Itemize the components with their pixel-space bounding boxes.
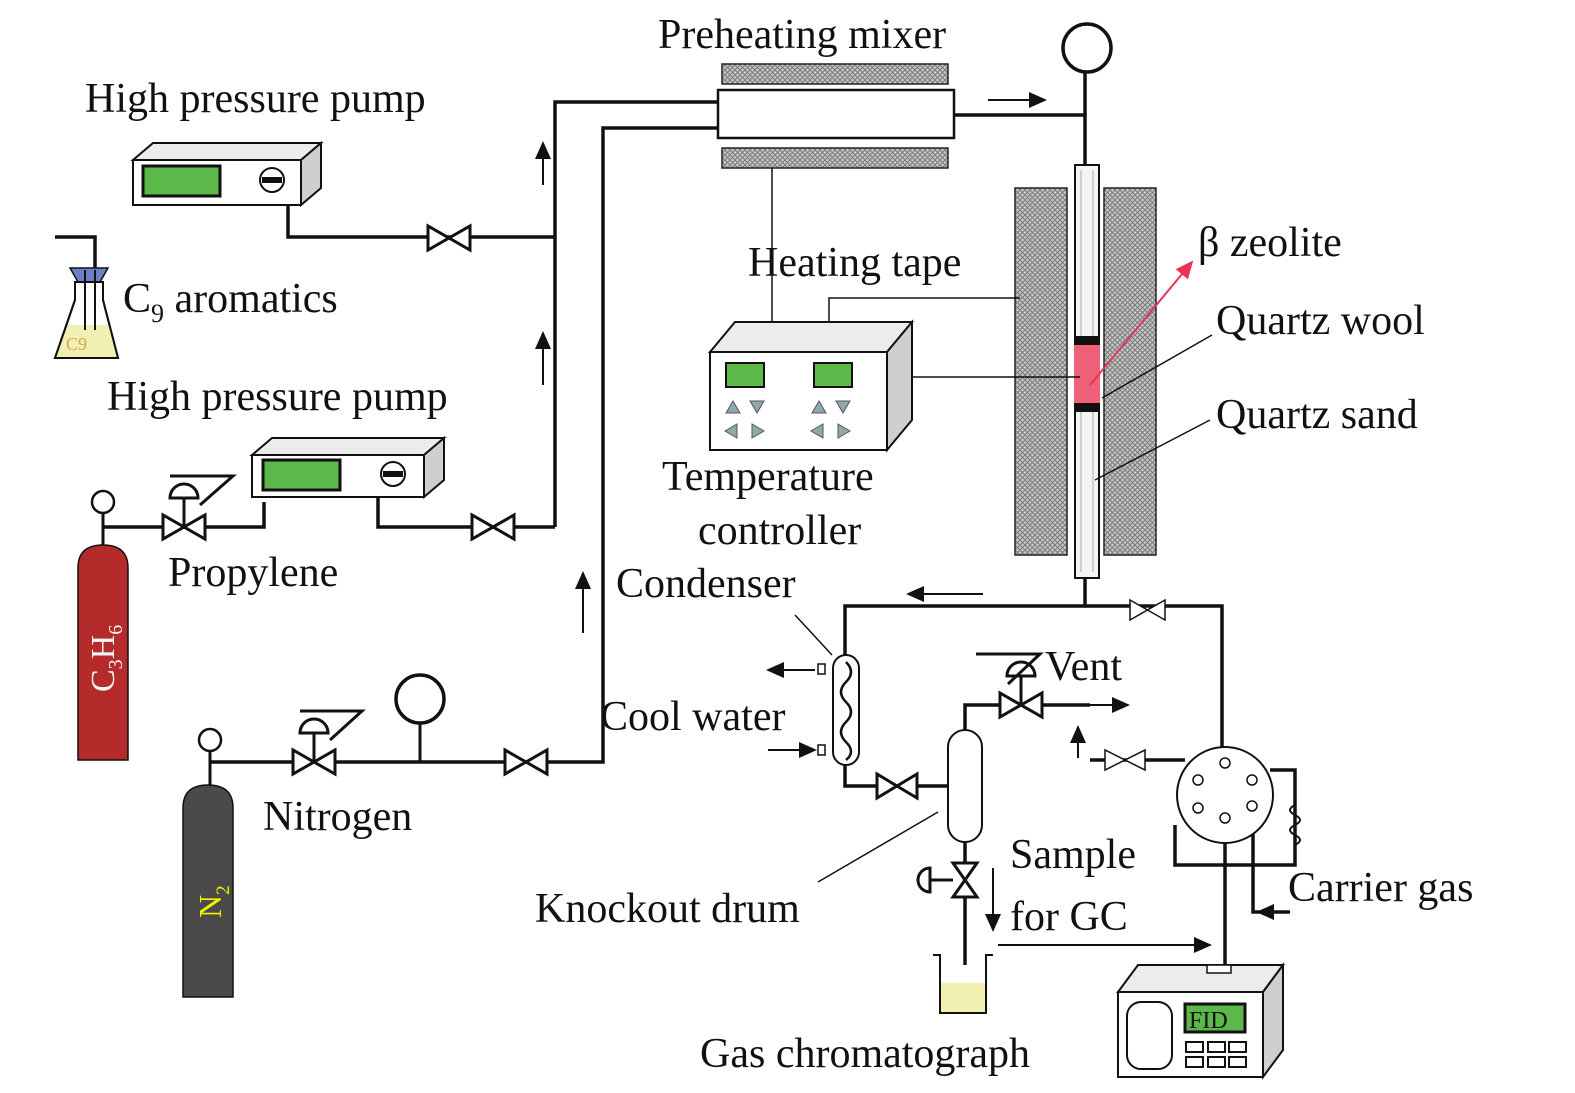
valves <box>161 223 1044 801</box>
label-quartz-wool: Quartz wool <box>1216 298 1425 344</box>
label-temperature: Temperature <box>662 454 874 500</box>
c9-sub: 9 <box>151 299 164 328</box>
propylene-cylinder: C3H6 <box>77 489 129 761</box>
small-valves <box>1104 598 1166 772</box>
regulator-nitrogen <box>291 709 366 777</box>
label-propylene: Propylene <box>168 550 338 596</box>
label-controller: controller <box>698 508 861 554</box>
label-condenser: Condenser <box>616 561 796 607</box>
label-sample: Sample <box>1010 832 1136 878</box>
fid-label: FID <box>1189 1008 1228 1034</box>
label-carrier-gas: Carrier gas <box>1288 865 1473 911</box>
regulator-vent <box>976 652 1044 720</box>
svg-text:N2: N2 <box>192 885 234 918</box>
pressure-gauge-nitrogen <box>394 673 446 762</box>
drain-valve <box>916 861 980 899</box>
c3h6-6: 6 <box>105 625 127 635</box>
needle-valve-nitrogen <box>503 747 549 777</box>
c3h6-h: H <box>85 635 122 660</box>
label-vent: Vent <box>1045 644 1122 690</box>
flow-arrows <box>535 92 1290 953</box>
leader-lines <box>794 297 1213 883</box>
six-port-valve <box>1176 746 1301 846</box>
high-pressure-pump-bottom <box>249 435 447 500</box>
needle-valve-gc-line <box>1129 598 1166 622</box>
label-c9-aromatics: C9 aromatics <box>123 276 338 328</box>
label-quartz-sand: Quartz sand <box>1216 392 1418 438</box>
condenser <box>817 654 860 766</box>
label-beta-zeolite: β zeolite <box>1198 220 1342 266</box>
needle-valve-sample <box>1104 748 1146 772</box>
needle-valve-c9 <box>426 223 472 253</box>
n2-n: N <box>192 895 228 918</box>
label-preheating-mixer: Preheating mixer <box>658 12 946 58</box>
gas-chromatograph: FID <box>1116 961 1285 1081</box>
collection-beaker <box>933 954 993 1014</box>
c3h6-3: 3 <box>105 659 127 669</box>
labels: Preheating mixer High pressure pump C9 a… <box>85 12 1473 1077</box>
label-high-pressure-pump-bottom: High pressure pump <box>107 374 448 420</box>
pressure-gauge-reactor <box>1061 22 1113 74</box>
label-knockout-drum: Knockout drum <box>535 886 800 932</box>
beta-zeolite-arrow <box>1089 260 1194 386</box>
regulator-propylene <box>161 474 237 542</box>
needle-valve-knockout <box>875 771 919 801</box>
label-cool-water: Cool water <box>600 694 785 740</box>
n2-2: 2 <box>213 885 234 895</box>
svg-text:C3H6: C3H6 <box>85 625 127 692</box>
label-heating-tape: Heating tape <box>748 240 961 286</box>
c9-c: C <box>123 276 151 322</box>
temperature-controller <box>707 319 915 453</box>
knockout-drum <box>947 729 983 843</box>
label-high-pressure-pump-top: High pressure pump <box>85 76 426 122</box>
nitrogen-cylinder: N2 <box>182 727 234 998</box>
high-pressure-pump-top <box>130 140 324 208</box>
label-for-gc: for GC <box>1010 894 1128 940</box>
c3h6-c: C <box>85 669 122 692</box>
c9-aromatics-flask: C9 <box>53 267 120 359</box>
label-nitrogen: Nitrogen <box>263 794 412 840</box>
fixed-bed-reactor <box>1014 164 1157 579</box>
preheating-mixer <box>716 63 956 322</box>
flask-label: C9 <box>66 334 87 354</box>
c9-rest: aromatics <box>164 276 338 322</box>
label-gas-chromatograph: Gas chromatograph <box>700 1031 1030 1077</box>
needle-valve-propylene <box>470 512 516 542</box>
